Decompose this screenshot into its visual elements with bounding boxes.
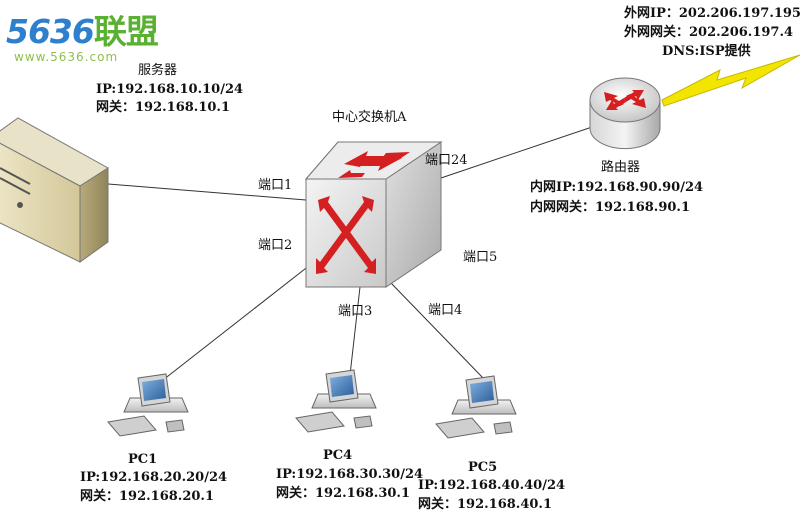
- port24-label: 端口24: [425, 153, 468, 168]
- port1-label: 端口1: [258, 178, 293, 193]
- pc4-icon: [295, 369, 377, 433]
- pc1-icon: [107, 373, 189, 437]
- server-icon: [0, 117, 109, 263]
- port5-label: 端口5: [463, 250, 498, 265]
- logo-number: 5636: [6, 12, 95, 51]
- link-router-port24: [440, 126, 593, 179]
- port4-label: 端口4: [428, 303, 463, 318]
- pc1-name: PC1: [128, 452, 158, 467]
- router-icon: [589, 77, 661, 150]
- port2-label: 端口2: [258, 238, 293, 253]
- connection-lines: [95, 126, 593, 381]
- switch-title: 中心交换机A: [332, 110, 407, 125]
- pc5-name: PC5: [468, 460, 498, 475]
- pc1-ip: IP:192.168.20.20/24: [80, 470, 228, 485]
- server-ip: IP:192.168.10.10/24: [96, 82, 244, 97]
- pc5-icon: [435, 375, 517, 439]
- pc4-ip: IP:192.168.30.30/24: [276, 467, 424, 482]
- link-pc5-port4: [389, 281, 486, 381]
- pc5-gateway: 网关：192.168.40.1: [418, 497, 552, 512]
- switch-cube-icon: [304, 141, 443, 288]
- router-name: 路由器: [601, 160, 641, 175]
- logo-text: 联盟: [93, 12, 159, 51]
- link-server-port1: [95, 182, 307, 201]
- router-lan-ip: 内网IP:192.168.90.90/24: [530, 180, 704, 195]
- router-dns: DNS:ISP提供: [662, 44, 751, 59]
- switch-top-arrows-icon: [338, 151, 410, 178]
- wan-lightning-bolt: [661, 54, 801, 107]
- pc4-gateway: 网关：192.168.30.1: [276, 486, 410, 501]
- site-logo: 5636联盟 www.5636.com: [6, 12, 159, 65]
- router-lan-gateway: 内网网关：192.168.90.1: [530, 200, 690, 215]
- server-gateway: 网关：192.168.10.1: [96, 100, 230, 115]
- port3-label: 端口3: [338, 304, 373, 319]
- pc5-ip: IP:192.168.40.40/24: [418, 478, 566, 493]
- switch-front-arrows-icon: [316, 196, 376, 274]
- router-wan-gateway: 外网网关：202.206.197.4: [624, 25, 794, 40]
- pc1-gateway: 网关：192.168.20.1: [80, 489, 214, 504]
- pc4-name: PC4: [323, 448, 353, 463]
- logo-url: www.5636.com: [14, 50, 119, 64]
- server-name: 服务器: [138, 63, 178, 78]
- link-pc4-port3: [349, 286, 361, 376]
- link-pc1-port2: [162, 264, 311, 381]
- router-wan-ip: 外网IP：202.206.197.195: [624, 6, 801, 21]
